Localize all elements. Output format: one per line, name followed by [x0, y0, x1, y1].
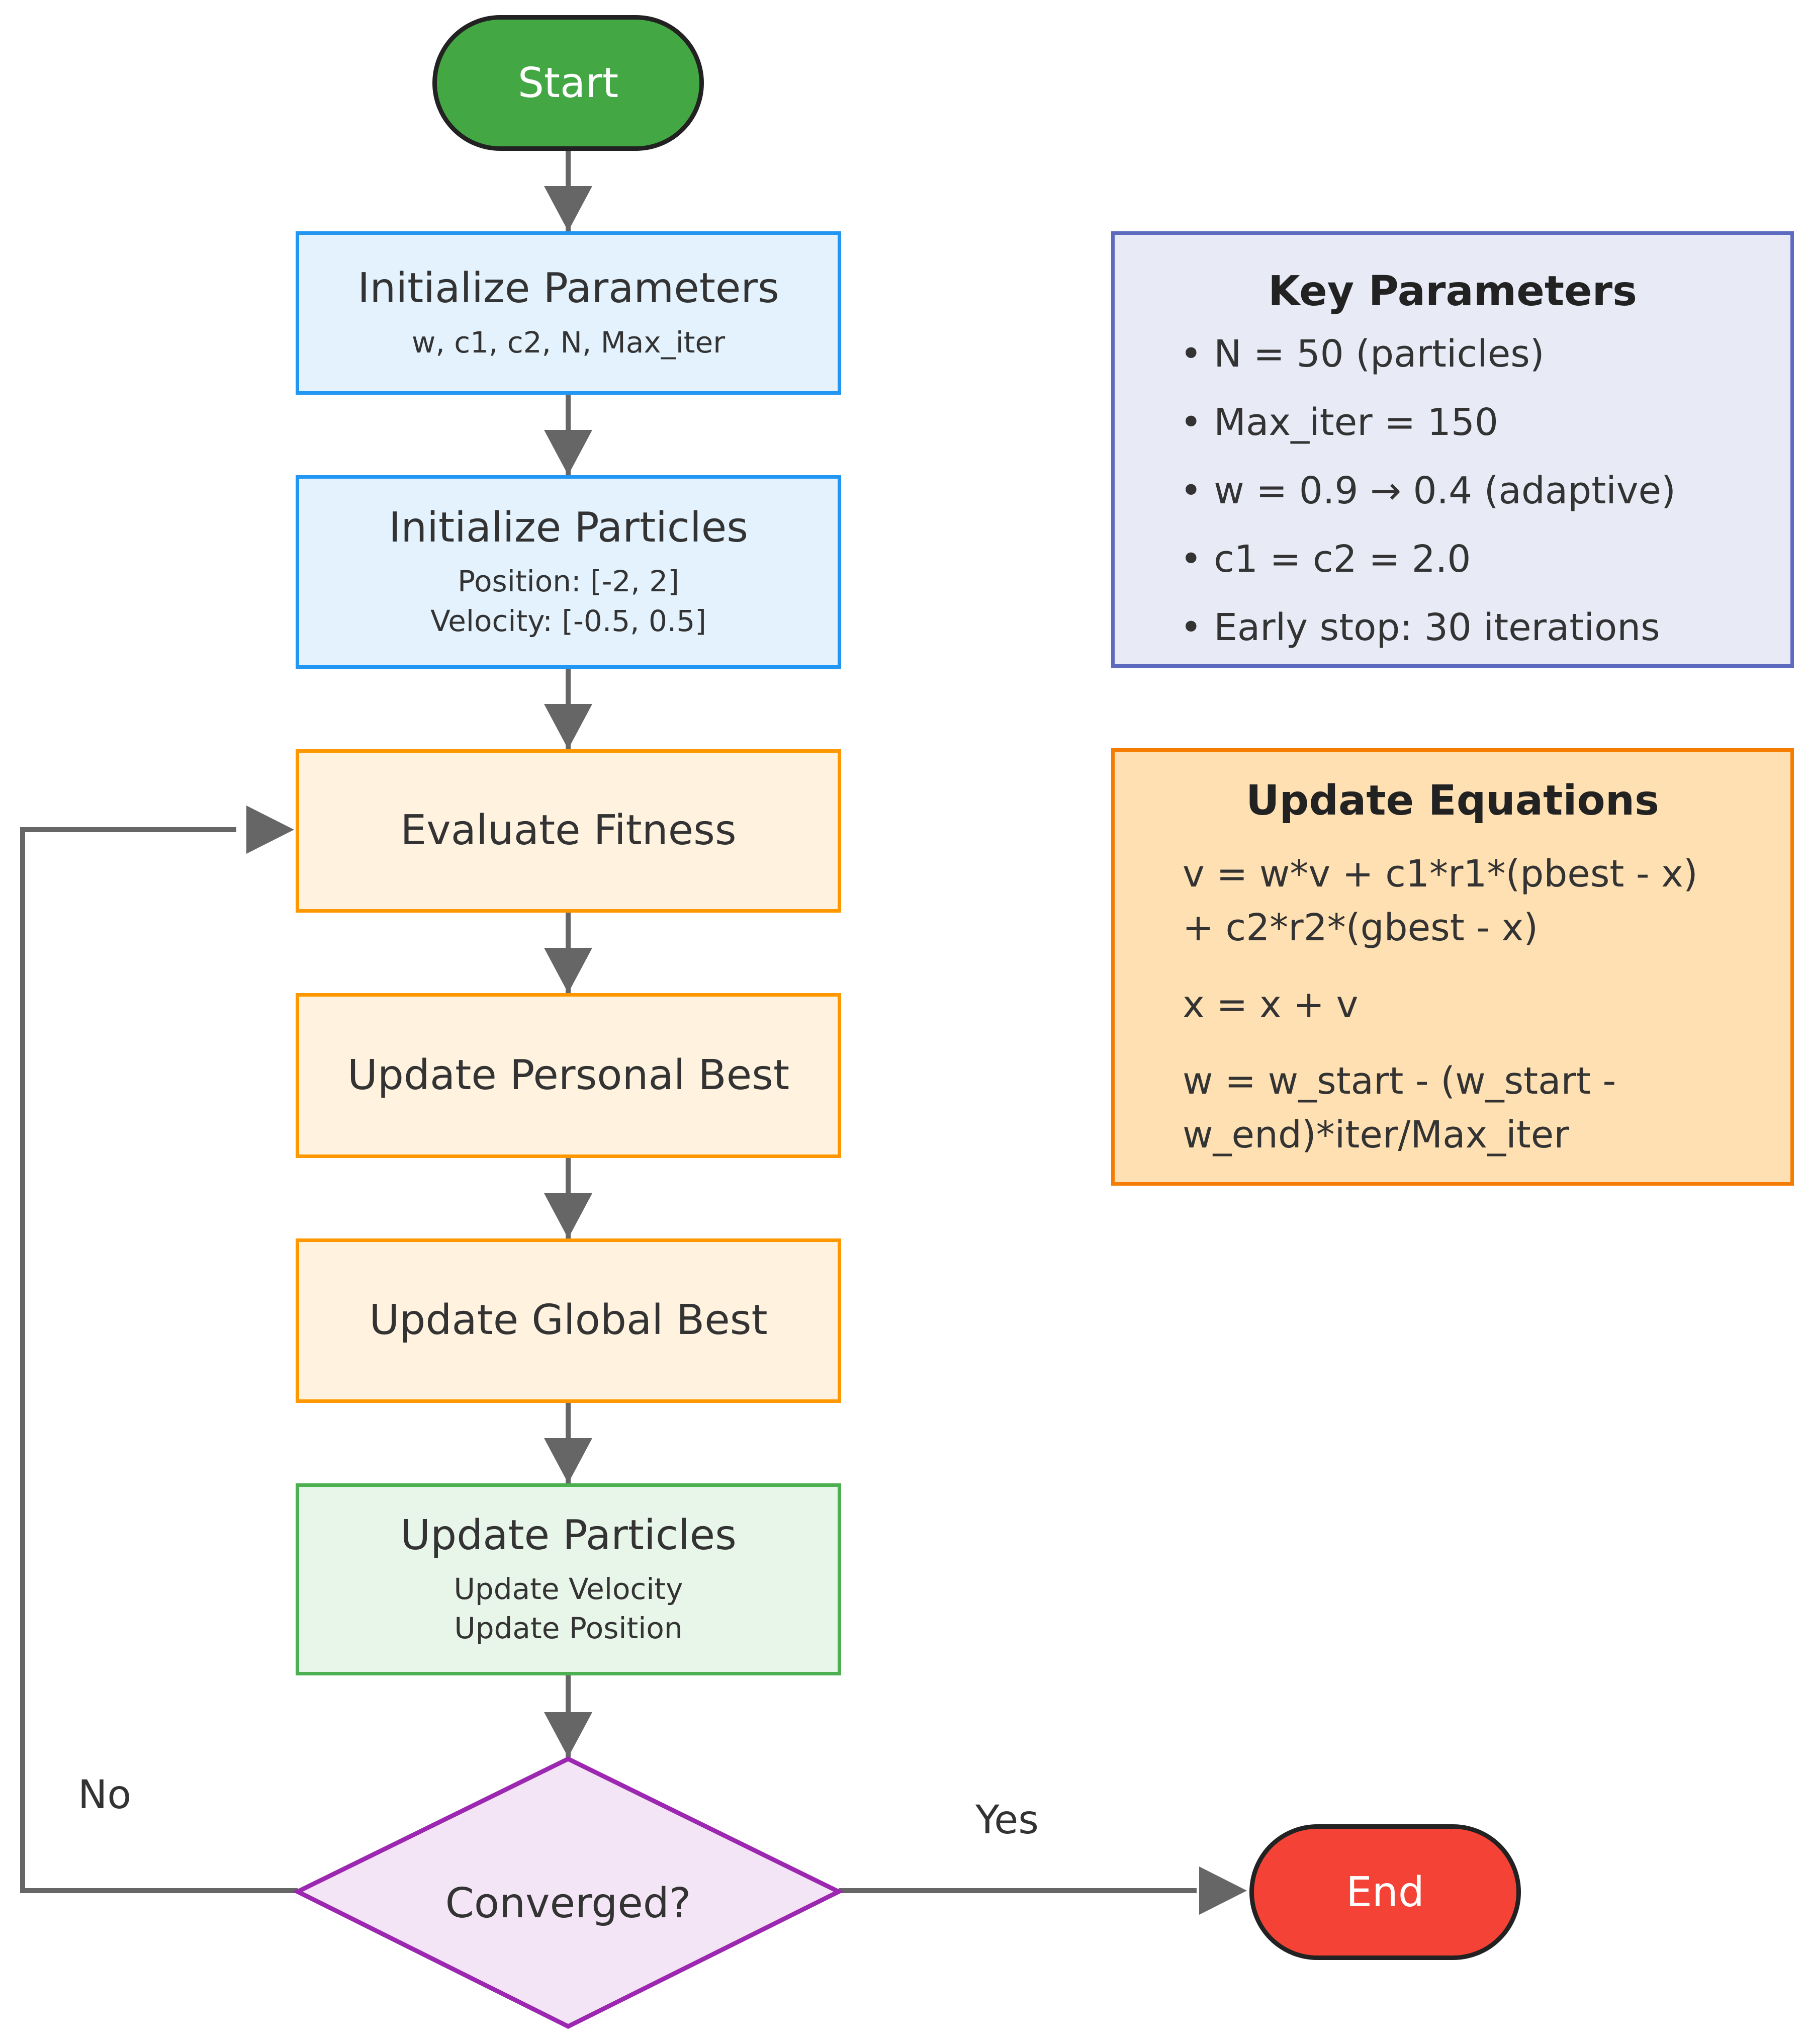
- key-parameters-panel: Key Parameters • N = 50 (particles) • Ma…: [1111, 231, 1794, 668]
- key-parameter-item: • c1 = c2 = 2.0: [1180, 538, 1471, 581]
- update-particles-title: Update Particles: [400, 1511, 737, 1559]
- update-personal-best-box: Update Personal Best: [296, 993, 841, 1158]
- start-terminal: Start: [432, 15, 704, 151]
- update-particles-box: Update Particles Update Velocity Update …: [296, 1483, 841, 1675]
- arrowhead-3: [544, 704, 592, 749]
- update-equations-list: v = w*v + c1*r1*(pbest - x) + c2*r2*(gbe…: [1183, 847, 1790, 1162]
- update-global-best-box: Update Global Best: [296, 1238, 841, 1403]
- key-parameters-title: Key Parameters: [1268, 268, 1637, 315]
- arrowhead-1: [544, 186, 592, 231]
- evaluate-fitness-box: Evaluate Fitness: [296, 749, 841, 913]
- key-parameter-item: • N = 50 (particles): [1180, 332, 1545, 376]
- no-label: No: [78, 1772, 132, 1818]
- end-terminal: End: [1249, 1824, 1521, 1960]
- arrowhead-6: [544, 1438, 592, 1483]
- key-parameter-item: • Max_iter = 150: [1180, 401, 1498, 444]
- inertia-equation-line1: w = w_start - (w_start -: [1183, 1059, 1616, 1103]
- update-position-text: Update Position: [454, 1611, 683, 1646]
- arrowhead-5: [544, 1193, 592, 1238]
- init-parameters-detail: w, c1, c2, N, Max_iter: [411, 325, 726, 360]
- arrowhead-yes: [1199, 1867, 1247, 1915]
- end-label: End: [1346, 1868, 1424, 1916]
- init-parameters-box: Initialize Parameters w, c1, c2, N, Max_…: [296, 231, 841, 395]
- key-parameters-list: • N = 50 (particles) • Max_iter = 150 • …: [1180, 335, 1790, 646]
- init-particles-box: Initialize Particles Position: [-2, 2] V…: [296, 475, 841, 669]
- key-parameter-item: • w = 0.9 → 0.4 (adaptive): [1180, 469, 1676, 512]
- update-velocity-text: Update Velocity: [454, 1571, 683, 1606]
- yes-label: Yes: [975, 1798, 1039, 1843]
- velocity-equation-line2: + c2*r2*(gbest - x): [1183, 906, 1539, 950]
- update-equations-panel: Update Equations v = w*v + c1*r1*(pbest …: [1111, 748, 1794, 1186]
- update-personal-best-title: Update Personal Best: [347, 1051, 790, 1099]
- update-global-best-title: Update Global Best: [369, 1296, 768, 1345]
- init-particles-title: Initialize Particles: [389, 504, 748, 552]
- init-particles-velocity: Velocity: [-0.5, 0.5]: [430, 603, 706, 638]
- arrow-no-loop: [20, 827, 298, 1893]
- arrowhead-4: [544, 948, 592, 993]
- init-parameters-title: Initialize Parameters: [357, 264, 779, 313]
- arrowhead-7: [544, 1712, 592, 1757]
- start-label: Start: [517, 59, 619, 107]
- key-parameter-item: • Early stop: 30 iterations: [1180, 606, 1660, 649]
- decision-label: Converged?: [445, 1880, 691, 1927]
- decision-diamond: [292, 1756, 844, 2029]
- velocity-equation-line1: v = w*v + c1*r1*(pbest - x): [1183, 852, 1698, 896]
- init-particles-position: Position: [-2, 2]: [458, 564, 679, 599]
- update-equations-title: Update Equations: [1246, 777, 1659, 825]
- arrowhead-no: [246, 806, 294, 854]
- evaluate-fitness-title: Evaluate Fitness: [400, 807, 737, 855]
- position-equation: x = x + v: [1183, 983, 1359, 1026]
- arrowhead-2: [544, 430, 592, 475]
- inertia-equation-line2: w_end)*iter/Max_iter: [1183, 1113, 1569, 1157]
